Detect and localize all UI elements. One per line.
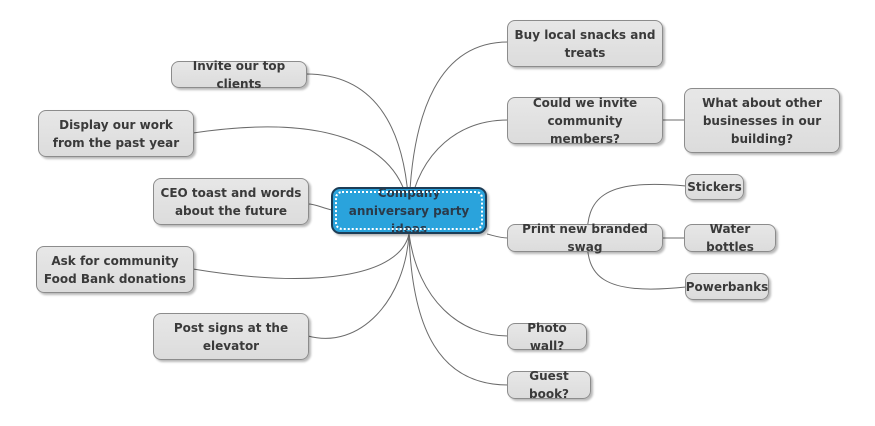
topic-label: Print new branded swag — [522, 222, 648, 254]
central-topic-label: Company anniversary party ideas — [348, 185, 470, 236]
topic-label: Invite our top clients — [192, 58, 286, 91]
topic-label: What about other businesses in our build… — [702, 95, 822, 146]
central-topic[interactable]: Company anniversary party ideas — [331, 186, 487, 236]
topic-food-bank[interactable]: Ask for community Food Bank donations — [36, 246, 194, 293]
topic-label: Could we invite community members? — [532, 95, 638, 146]
subtopic-water-bottles[interactable]: Water bottles — [684, 222, 776, 254]
connector-snacks — [408, 41, 509, 211]
topic-label: Stickers — [687, 180, 742, 194]
connector-guest-book — [408, 233, 509, 386]
connector-photo-wall — [408, 233, 509, 337]
topic-guest-book[interactable]: Guest book? — [507, 369, 591, 401]
topic-label: Buy local snacks and treats — [514, 27, 656, 60]
topic-label: Powerbanks — [685, 279, 769, 294]
topic-label: Display our work from the past year — [52, 117, 180, 150]
subtopic-other-businesses[interactable]: What about other businesses in our build… — [684, 88, 840, 153]
connector-post-signs — [307, 233, 410, 339]
topic-label: Guest book? — [528, 369, 570, 401]
topic-label: Post signs at the elevator — [173, 320, 289, 353]
topic-display-work[interactable]: Display our work from the past year — [38, 110, 194, 157]
topic-label: Water bottles — [706, 222, 754, 254]
topic-post-signs[interactable]: Post signs at the elevator — [153, 313, 309, 360]
topic-swag[interactable]: Print new branded swag — [507, 222, 663, 254]
connector-invite-clients — [305, 73, 410, 211]
topic-invite-clients[interactable]: Invite our top clients — [171, 59, 307, 91]
topic-label: Photo wall? — [527, 320, 567, 353]
connector-ceo-toast — [307, 203, 333, 211]
connector-display-work — [192, 126, 410, 211]
topic-ceo-toast[interactable]: CEO toast and words about the future — [153, 178, 309, 225]
subtopic-powerbanks[interactable]: Powerbanks — [685, 273, 769, 300]
connector-food-bank — [192, 233, 410, 279]
subtopic-stickers[interactable]: Stickers — [685, 174, 744, 200]
topic-snacks[interactable]: Buy local snacks and treats — [507, 20, 663, 67]
topic-label: Ask for community Food Bank donations — [43, 253, 187, 286]
connector-swag — [486, 233, 509, 239]
topic-label: CEO toast and words about the future — [160, 185, 302, 218]
topic-community[interactable]: Could we invite community members? — [507, 96, 663, 146]
topic-photo-wall[interactable]: Photo wall? — [507, 321, 587, 353]
